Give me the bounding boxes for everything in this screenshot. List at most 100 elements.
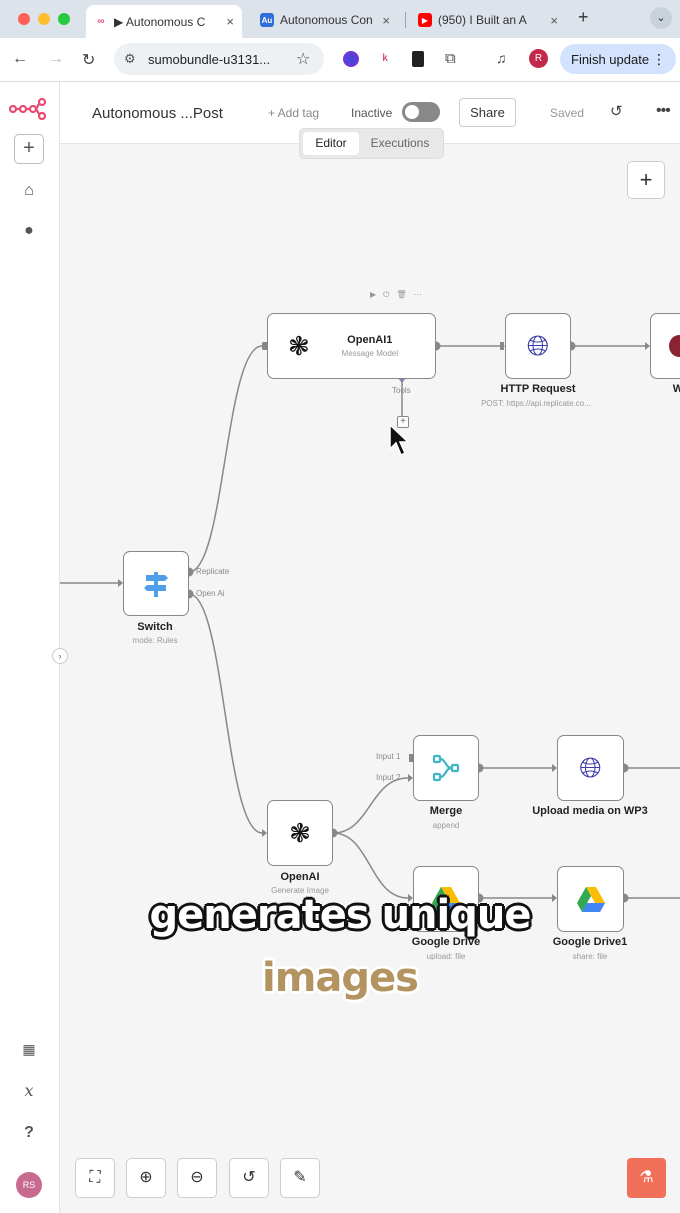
finish-update-button[interactable]: Finish update ⋮ [560, 44, 676, 74]
extension-doc-icon[interactable] [412, 51, 424, 67]
user-avatar[interactable]: RS [16, 1172, 42, 1198]
active-status-label: Inactive [351, 106, 393, 120]
openai-icon: ❃ [289, 817, 311, 848]
mouse-cursor-icon [389, 423, 410, 457]
switch-output-replicate-label: Replicate [196, 567, 230, 576]
zoom-out-icon[interactable]: ⊖ [177, 1158, 217, 1198]
node-http-label: HTTP Request [500, 383, 576, 395]
maximize-window-button[interactable] [58, 13, 70, 25]
browser-toolbar: ← → ↻ ⚙ sumobundle-u3131... ☆ k ⧉ ♫ R Fi… [0, 38, 680, 82]
more-options-icon[interactable]: ••• [656, 102, 671, 119]
tab-editor[interactable]: Editor [303, 132, 359, 155]
minimize-window-button[interactable] [38, 13, 50, 25]
tab-executions[interactable]: Executions [370, 136, 430, 150]
close-tab-icon[interactable]: × [550, 12, 558, 28]
node-gdrive-label: Google Drive [411, 936, 481, 948]
address-bar[interactable]: ⚙ sumobundle-u3131... ☆ [114, 43, 324, 75]
forward-arrow-icon[interactable]: → [48, 50, 64, 67]
reload-icon[interactable]: ↻ [82, 52, 96, 69]
node-openai1-sub: Message Model [341, 349, 399, 358]
node-http-sub: POST: https://api.replicate.co... [481, 399, 591, 408]
browser-menu-icon[interactable]: ⋮ [652, 51, 666, 67]
extension-k-icon[interactable]: k [382, 53, 388, 64]
saved-status: Saved [550, 106, 585, 120]
reset-zoom-icon[interactable]: ↺ [229, 1158, 269, 1198]
finish-update-label: Finish update [571, 52, 650, 67]
bookmark-star-icon[interactable]: ☆ [296, 51, 311, 68]
profile-avatar[interactable]: R [529, 49, 548, 68]
node-hover-toolbar[interactable]: ▶⏻🗑⋯ [370, 290, 429, 299]
editor-executions-switch: Editor Executions [299, 128, 444, 159]
node-switch[interactable] [123, 551, 189, 616]
test-flask-icon[interactable]: ⚗ [627, 1158, 666, 1198]
globe-icon: 🌐︎ [526, 329, 550, 361]
node-upload-media[interactable]: 🌐︎ [557, 735, 624, 801]
tab-autonomous-active[interactable]: ∞ ▶ Autonomous C × [86, 5, 242, 38]
merge-icon [432, 754, 460, 782]
browser-tab-bar: ∞ ▶ Autonomous C × Au Autonomous Con × ▶… [0, 0, 680, 38]
new-tab-button[interactable]: + [578, 7, 589, 27]
close-window-button[interactable] [18, 13, 30, 25]
extension-color-icon[interactable] [343, 51, 359, 67]
add-node-button[interactable]: + [627, 161, 665, 199]
workflow-title[interactable]: Autonomous ...Post [92, 105, 223, 122]
node-switch-sub: mode: Rules [132, 636, 178, 645]
close-tab-icon[interactable]: × [226, 14, 234, 29]
tab-title: ▶ Autonomous C [114, 14, 206, 29]
toggle-knob [405, 105, 419, 119]
user-icon[interactable]: ● [24, 222, 34, 239]
node-openai1-label: OpenAI1 [347, 334, 393, 346]
caption-line-2: images [262, 955, 419, 1001]
add-workflow-button[interactable]: + [14, 134, 44, 164]
node-http-request[interactable]: 🌐︎ [505, 313, 571, 379]
site-settings-icon[interactable]: ⚙ [124, 51, 136, 66]
address-url: sumobundle-u3131... [148, 52, 271, 67]
switch-output-openai-label: Open Ai [196, 589, 225, 598]
au-favicon-icon: Au [260, 13, 274, 27]
n8n-favicon-icon: ∞ [97, 16, 105, 27]
back-arrow-icon[interactable]: ← [12, 50, 28, 67]
tab-autonomous-content[interactable]: Au Autonomous Con × [254, 5, 396, 35]
help-icon[interactable]: ? [24, 1124, 34, 1141]
node-openai-label: OpenAI [280, 871, 320, 883]
templates-icon[interactable]: ▦ [22, 1041, 36, 1057]
node-upload-label: Upload media on WP3 [532, 805, 648, 817]
node-merge-sub: append [432, 821, 460, 830]
node-openai[interactable]: ❃ [267, 800, 333, 866]
close-tab-icon[interactable]: × [382, 12, 390, 28]
globe-icon: 🌐︎ [579, 751, 602, 783]
extensions-puzzle-icon[interactable]: ⧉ [445, 50, 456, 67]
media-controls-icon[interactable]: ♫ [496, 50, 507, 66]
youtube-favicon-icon: ▶ [418, 13, 432, 27]
workflow-canvas[interactable] [60, 144, 680, 1213]
add-tag-button[interactable]: + Add tag [268, 106, 320, 120]
node-gdrive1-label: Google Drive1 [552, 936, 628, 948]
node-gdrive1-sub: share: file [572, 952, 608, 961]
tab-search-button[interactable]: ⌄ [650, 7, 672, 29]
node-partial-label: W [672, 383, 680, 395]
node-merge[interactable] [413, 735, 479, 801]
node-google-drive[interactable] [413, 866, 479, 932]
tidy-up-icon[interactable]: ✎ [280, 1158, 320, 1198]
node-merge-label: Merge [429, 805, 463, 817]
add-tool-button[interactable]: + [397, 416, 409, 428]
home-icon[interactable]: ⌂ [24, 182, 34, 199]
n8n-logo-icon[interactable] [9, 98, 47, 120]
node-openai1[interactable]: ❃ OpenAI1 Message Model [267, 313, 436, 379]
zoom-in-icon[interactable]: ⊕ [126, 1158, 166, 1198]
wordpress-icon [669, 335, 680, 357]
active-toggle[interactable] [402, 102, 440, 122]
merge-input1-label: Input 1 [376, 752, 401, 761]
expand-sidebar-chevron-icon[interactable]: › [52, 648, 68, 664]
node-partial-right[interactable] [650, 313, 680, 379]
node-google-drive1[interactable] [557, 866, 624, 932]
merge-input2-label: Input 2 [376, 773, 401, 782]
tab-youtube[interactable]: ▶ (950) I Built an A × [412, 5, 564, 35]
history-icon[interactable]: ↺ [610, 103, 623, 120]
variables-icon[interactable]: 𝑥 [24, 1081, 34, 1100]
tab-divider [405, 12, 406, 28]
google-drive-icon [576, 886, 605, 912]
share-button[interactable]: Share [459, 98, 516, 127]
node-gdrive-sub: upload: file [426, 952, 466, 961]
fit-view-icon[interactable]: ⛶ [75, 1158, 115, 1198]
